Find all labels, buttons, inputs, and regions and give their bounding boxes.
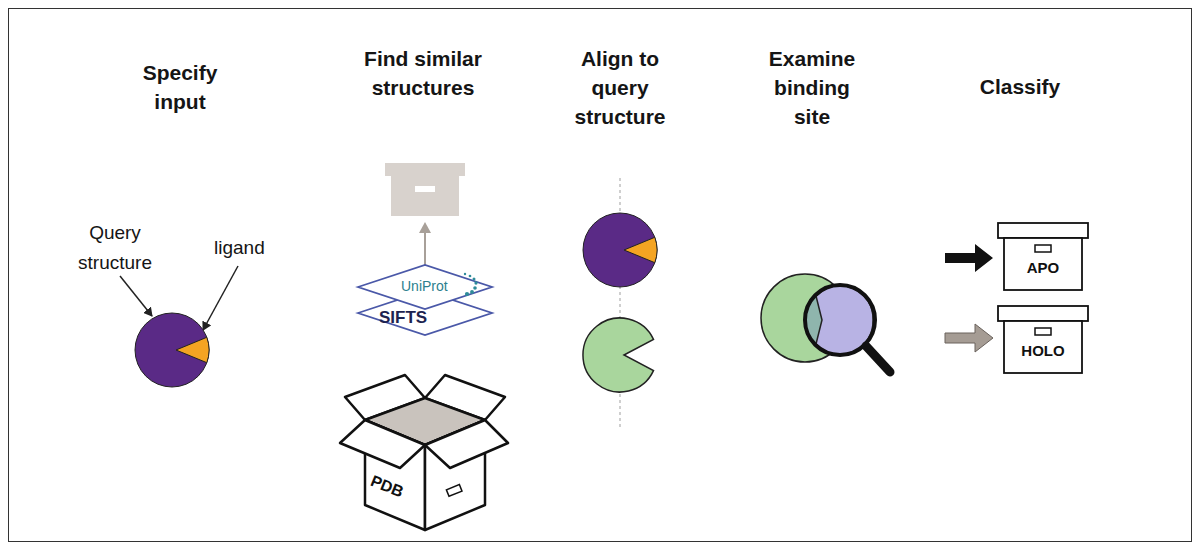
similar-protein	[583, 318, 654, 392]
query-protein	[135, 313, 209, 387]
class-box: HOLO	[997, 305, 1089, 375]
leader-arrow	[120, 276, 152, 316]
database-plane	[358, 265, 492, 309]
ligand-wedge	[176, 337, 209, 362]
annotation-label: Query structure	[65, 218, 165, 278]
node-label: APO	[1027, 258, 1060, 277]
archive-handle	[415, 186, 435, 192]
query-protein	[583, 213, 657, 287]
ligand-wedge	[624, 237, 657, 262]
class-box: APO	[997, 222, 1089, 292]
holo-arrow	[945, 324, 993, 352]
archive-handle	[1035, 245, 1051, 252]
column-header: Examine binding site	[762, 44, 862, 131]
logo-dot	[473, 286, 477, 290]
column-header: Classify	[960, 72, 1080, 101]
node-outline	[997, 305, 1089, 375]
annotation-label: ligand	[214, 236, 265, 260]
archive-lid	[998, 306, 1088, 321]
box-flap	[340, 420, 425, 468]
archive-handle	[1035, 328, 1051, 335]
column-header: Find similar structures	[363, 44, 483, 102]
logo-dot	[464, 273, 466, 275]
column-header: Specify input	[130, 58, 230, 116]
magnifier-handle	[866, 346, 890, 372]
box-handle	[446, 485, 462, 497]
flow-arrow	[424, 224, 426, 266]
column-header: Align to query structure	[565, 44, 675, 131]
logo-dot	[473, 278, 476, 281]
node-outline	[335, 365, 510, 540]
logo-dot	[465, 292, 469, 296]
database-plane	[358, 291, 492, 335]
node-label: SIFTS	[379, 307, 427, 328]
node-label: UniProt	[401, 277, 448, 295]
leader-arrow	[203, 266, 238, 330]
archive-lid	[998, 223, 1088, 238]
logo-dot	[474, 281, 477, 284]
apo-arrow	[945, 244, 993, 272]
database-box: PDB	[335, 365, 510, 540]
box-flap	[425, 420, 508, 468]
logo-dot	[470, 290, 474, 294]
node-label: HOLO	[1021, 341, 1064, 360]
logo-dot	[469, 275, 472, 278]
archive-body	[1004, 238, 1082, 290]
archive-body	[391, 176, 459, 216]
node-outline	[997, 222, 1089, 292]
archive-lid	[385, 163, 465, 176]
database-layer: UniProt	[357, 264, 493, 310]
archive-body	[1004, 321, 1082, 373]
